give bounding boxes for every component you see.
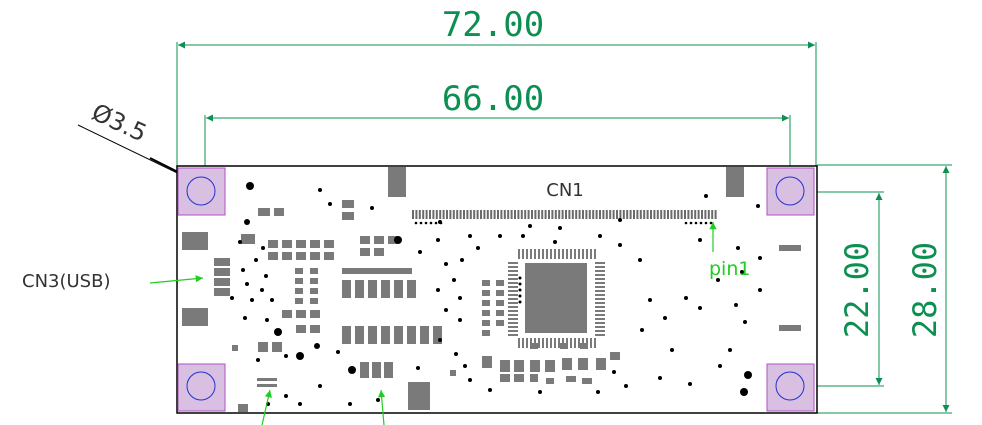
bottom-leader-arrow-2 xyxy=(378,389,386,425)
mounting-hole-top-left xyxy=(177,167,226,216)
cn3-usb-label: CN3(USB) xyxy=(22,271,110,292)
dimension-overall-width: 72.00 xyxy=(176,5,817,166)
cn1-label: CN1 xyxy=(546,180,584,201)
connector-cn1: CN1 xyxy=(388,167,744,225)
hole-spacing-x-value: 66.00 xyxy=(442,79,544,119)
bottom-leader-arrow-1 xyxy=(261,389,272,425)
components-layer xyxy=(182,182,801,412)
mounting-hole-bottom-left xyxy=(177,363,226,412)
hole-spacing-y-value: 22.00 xyxy=(838,242,876,338)
main-chip xyxy=(508,249,605,348)
hole-diameter-value: Ø3.5 xyxy=(87,98,151,147)
dimension-overall-height: 28.00 xyxy=(817,164,952,414)
cn3-leader-arrow xyxy=(149,275,204,284)
cn1-pin-row xyxy=(412,210,717,225)
mounting-hole-bottom-right xyxy=(766,363,815,412)
pcb-board-outline xyxy=(176,165,818,414)
dimension-hole-spacing-y: 22.00 xyxy=(790,191,884,387)
overall-height-value: 28.00 xyxy=(906,242,944,338)
dimension-hole-spacing-x: 66.00 xyxy=(204,79,791,190)
chip-pins xyxy=(508,249,605,348)
mounting-hole-top-right xyxy=(766,167,815,216)
pin1-label: pin1 xyxy=(709,258,750,280)
overall-width-value: 72.00 xyxy=(442,5,544,45)
